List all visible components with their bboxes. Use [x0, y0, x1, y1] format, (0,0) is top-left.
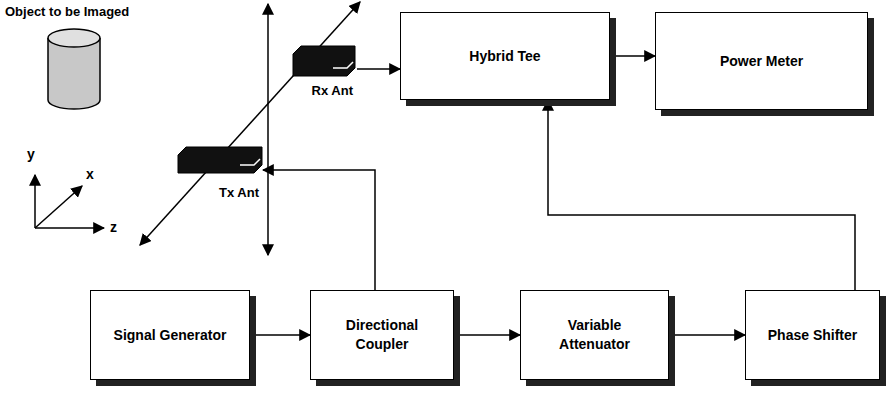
axis-label: x: [86, 166, 94, 182]
signal-path: [357, 68, 400, 70]
node-text: Power Meter: [710, 48, 813, 75]
node-text: Directional Coupler: [311, 312, 453, 358]
signal-path: [454, 334, 520, 336]
node-text: Tx Ant: [219, 185, 259, 200]
coordinate-axes: [35, 175, 104, 228]
node-text: Hybrid Tee: [459, 43, 550, 70]
node-text: Phase Shifter: [758, 322, 867, 349]
signal-path: [263, 170, 375, 290]
node-text: Variable Attenuator: [521, 312, 668, 358]
cylinder-object: [48, 29, 100, 109]
signal-path: [250, 334, 310, 336]
signal-path: [548, 100, 855, 290]
object-label: Object to be Imaged: [5, 4, 129, 19]
axis-label: y: [27, 146, 35, 162]
antenna: Tx Ant: [175, 143, 263, 200]
process-box: Signal Generator: [90, 290, 250, 380]
signal-path: [610, 55, 655, 57]
node-text: Rx Ant: [312, 83, 353, 98]
process-box: Power Meter: [655, 12, 868, 110]
process-box: Variable Attenuator: [520, 290, 669, 380]
process-box: Directional Coupler: [310, 290, 454, 380]
node-text: Signal Generator: [104, 322, 237, 349]
antenna: Rx Ant: [285, 40, 357, 98]
process-box: Hybrid Tee: [400, 12, 610, 100]
axis-label: z: [110, 219, 117, 235]
signal-path: [669, 334, 745, 336]
scan-axes: [140, 2, 360, 255]
process-box: Phase Shifter: [745, 290, 880, 380]
